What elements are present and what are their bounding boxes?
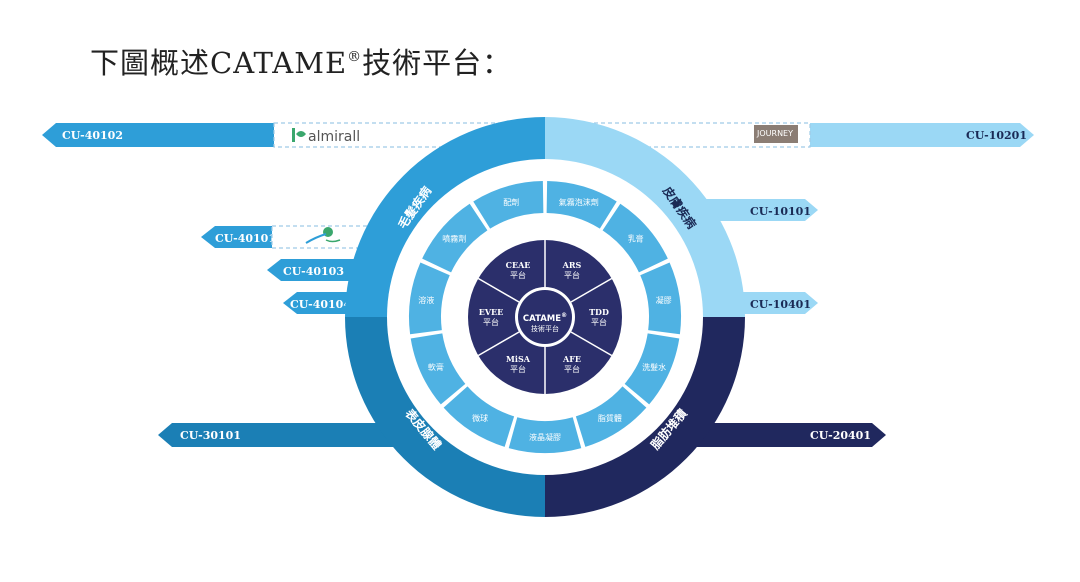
- formulation-segment: [508, 417, 582, 453]
- platform-divider: [477, 277, 520, 303]
- arrow-cu-40101: [201, 226, 272, 248]
- label-cu-40102: CU-40102: [62, 129, 123, 142]
- formulation-segment: [443, 386, 515, 447]
- platform-divider: [477, 331, 520, 357]
- formulation-label: 配劑: [503, 197, 519, 207]
- platform-divider: [570, 277, 613, 303]
- svg-text:almirall: almirall: [308, 129, 360, 145]
- formulation-segment: [640, 262, 681, 335]
- arrow-cu-20401: [690, 423, 886, 447]
- center-name: CATAME®: [523, 312, 567, 324]
- formulation-segment: [422, 203, 488, 273]
- center-sub: 技術平台: [531, 324, 559, 333]
- label-cu-20401: CU-20401: [810, 429, 871, 442]
- formulation-segment: [546, 181, 617, 229]
- formulation-label: 氣霧泡沫劑: [559, 197, 599, 207]
- arrow-cu-10201: [810, 123, 1034, 147]
- formulation-segment: [575, 386, 647, 447]
- label-cu-30101: CU-30101: [180, 429, 241, 442]
- label-cu-10101: CU-10101: [750, 205, 811, 218]
- platform-dividers: [477, 240, 613, 394]
- formulation-segment: [624, 333, 680, 405]
- formulation-segment: [473, 181, 544, 229]
- formulation-label: 脂質體: [598, 413, 622, 423]
- arrow-cu-10101: [705, 199, 818, 221]
- label-cu-10201: CU-10201: [966, 129, 1027, 142]
- almirall-logo: almirall: [292, 128, 360, 145]
- partner-logo-icon: [305, 227, 341, 244]
- formulation-label: 軟膏: [428, 362, 444, 372]
- formulation-segment: [410, 333, 466, 405]
- formulation-segment: [409, 262, 450, 335]
- arrow-cu-40102: [42, 123, 278, 147]
- svg-text:JOURNEY: JOURNEY: [756, 129, 793, 138]
- formulation-label: 噴霧劑: [442, 233, 466, 243]
- label-cu-40101: CU-40101: [215, 232, 276, 245]
- formulation-label: 乳膏: [628, 233, 644, 243]
- formulation-label: 液晶凝膠: [529, 432, 561, 442]
- formulation-label: 洗髮水: [642, 362, 666, 372]
- formulation-label: 溶液: [418, 295, 434, 305]
- label-cu-10401: CU-10401: [750, 298, 811, 311]
- journey-logo: JOURNEY: [754, 125, 798, 143]
- formulation-segment: [602, 203, 668, 273]
- page-title: 下圖概述CATAME®技術平台：: [90, 46, 513, 80]
- label-cu-40104: CU-40104: [290, 298, 351, 311]
- center-inner: [518, 290, 572, 344]
- formulation-label: 凝膠: [656, 295, 672, 305]
- formulation-label: 微球: [472, 413, 488, 423]
- platform-divider: [570, 331, 613, 357]
- arrow-cu-30101: [158, 423, 400, 447]
- label-cu-40103: CU-40103: [283, 265, 344, 278]
